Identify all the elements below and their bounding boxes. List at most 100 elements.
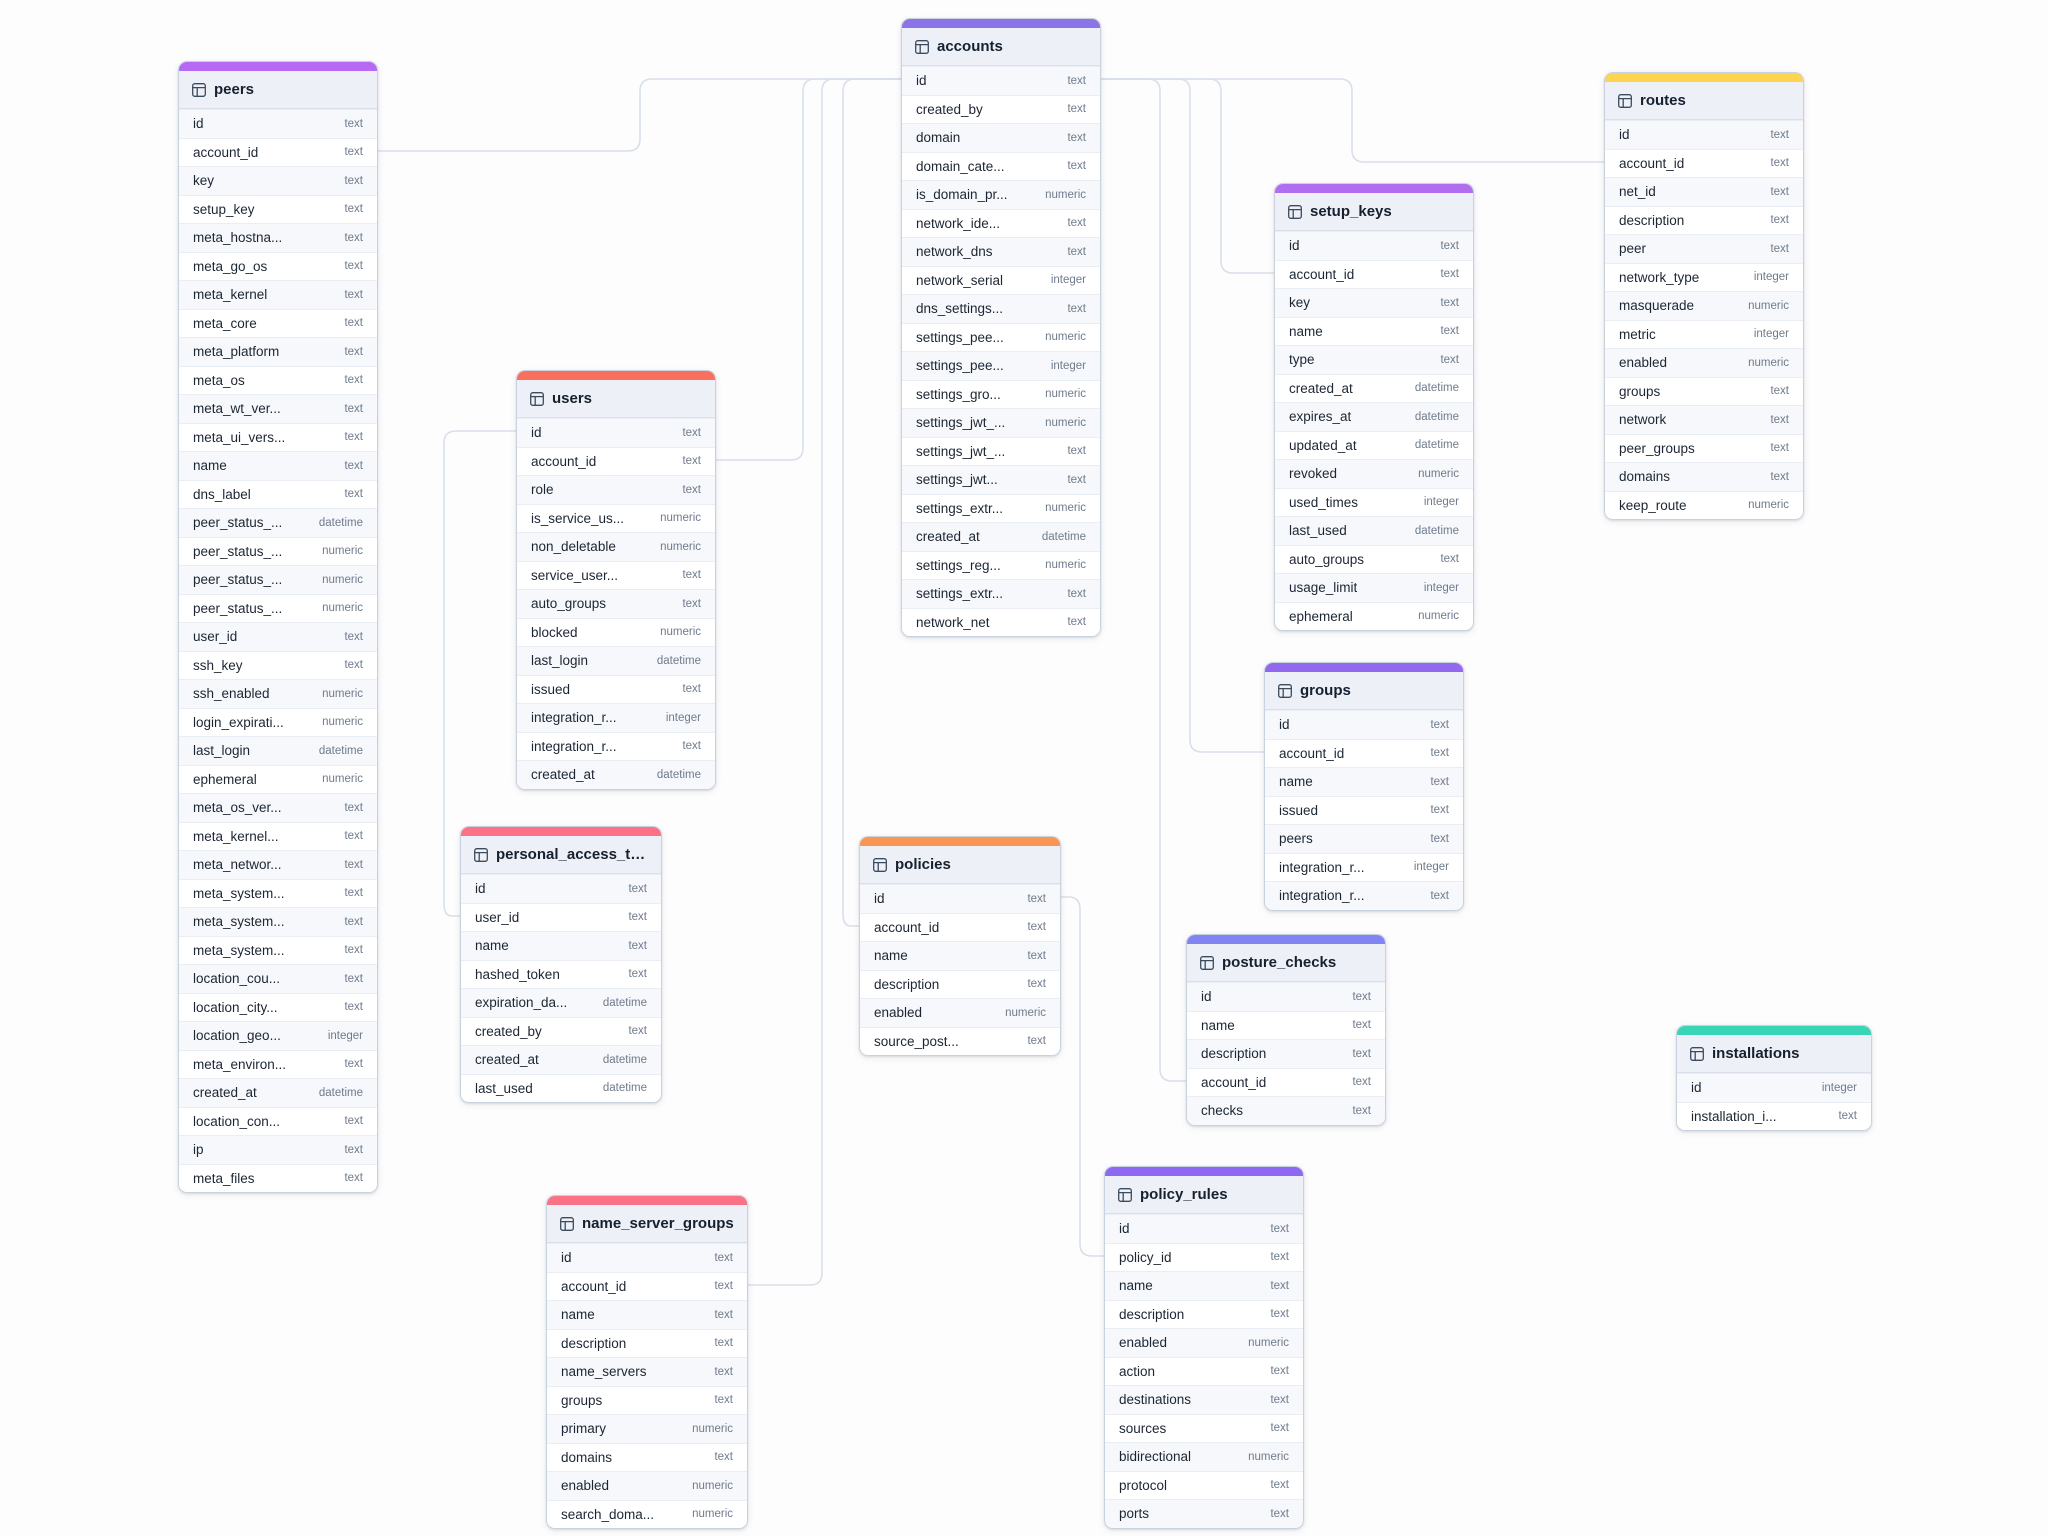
field-row-peers-15: peer_status_...numeric — [179, 537, 377, 566]
field-row-accounts-12: settings_jwt_...numeric — [902, 408, 1100, 437]
table-header-personal_access_tokens[interactable]: personal_access_tokens — [461, 836, 661, 874]
field-name: description — [874, 977, 939, 992]
field-row-policies-0: idtext — [860, 884, 1060, 913]
field-type: text — [1067, 132, 1086, 144]
field-type: text — [344, 289, 363, 301]
field-name: account_id — [531, 454, 596, 469]
field-row-peers-16: peer_status_...numeric — [179, 565, 377, 594]
table-header-installations[interactable]: installations — [1677, 1035, 1871, 1073]
field-type: text — [1067, 303, 1086, 315]
field-name: issued — [1279, 803, 1318, 818]
field-name: domains — [561, 1450, 612, 1465]
field-row-name_server_groups-8: enablednumeric — [547, 1471, 747, 1500]
table-header-posture_checks[interactable]: posture_checks — [1187, 944, 1385, 982]
relationship-line-policies.id-to-policy_rules.policy_id — [1057, 897, 1104, 1256]
table-header-name_server_groups[interactable]: name_server_groups — [547, 1205, 747, 1243]
field-name: name — [193, 458, 227, 473]
field-name: network_net — [916, 615, 990, 630]
field-row-peers-23: ephemeralnumeric — [179, 765, 377, 794]
field-row-peers-17: peer_status_...numeric — [179, 594, 377, 623]
field-type: text — [344, 973, 363, 985]
field-type: text — [1430, 747, 1449, 759]
table-title: accounts — [937, 38, 1003, 55]
field-row-posture_checks-2: descriptiontext — [1187, 1039, 1385, 1068]
field-name: action — [1119, 1364, 1155, 1379]
table-header-policy_rules[interactable]: policy_rules — [1105, 1176, 1303, 1214]
table-node-policies[interactable]: policiesidtextaccount_idtextnametextdesc… — [859, 836, 1061, 1056]
table-node-name_server_groups[interactable]: name_server_groupsidtextaccount_idtextna… — [546, 1195, 748, 1529]
field-name: network_serial — [916, 273, 1003, 288]
field-type: text — [1352, 991, 1371, 1003]
table-node-routes[interactable]: routesidtextaccount_idtextnet_idtextdesc… — [1604, 72, 1804, 520]
field-row-routes-0: idtext — [1605, 120, 1803, 149]
table-node-accounts[interactable]: accountsidtextcreated_bytextdomaintextdo… — [901, 18, 1101, 637]
field-row-personal_access_tokens-6: created_atdatetime — [461, 1045, 661, 1074]
field-name: settings_extr... — [916, 501, 1003, 516]
field-row-setup_keys-13: ephemeralnumeric — [1275, 602, 1473, 631]
table-header-groups[interactable]: groups — [1265, 672, 1463, 710]
field-name: name — [1119, 1278, 1153, 1293]
table-node-policy_rules[interactable]: policy_rulesidtextpolicy_idtextnametextd… — [1104, 1166, 1304, 1529]
field-type: text — [1770, 414, 1789, 426]
field-type: text — [344, 859, 363, 871]
relationship-line-users.account_id-to-accounts.id — [714, 79, 901, 460]
field-row-personal_access_tokens-1: user_idtext — [461, 903, 661, 932]
field-row-groups-0: idtext — [1265, 710, 1463, 739]
field-type: numeric — [1045, 559, 1086, 571]
field-row-peers-10: meta_wt_ver...text — [179, 394, 377, 423]
table-node-groups[interactable]: groupsidtextaccount_idtextnametextissued… — [1264, 662, 1464, 911]
table-header-users[interactable]: users — [517, 380, 715, 418]
field-type: text — [344, 1115, 363, 1127]
field-row-policies-3: descriptiontext — [860, 970, 1060, 999]
field-type: numeric — [1045, 502, 1086, 514]
table-icon — [192, 83, 206, 97]
table-node-personal_access_tokens[interactable]: personal_access_tokensidtextuser_idtextn… — [460, 826, 662, 1103]
table-header-policies[interactable]: policies — [860, 846, 1060, 884]
table-header-accounts[interactable]: accounts — [902, 28, 1100, 66]
field-name: meta_kernel... — [193, 829, 279, 844]
field-type: integer — [1754, 271, 1789, 283]
table-header-setup_keys[interactable]: setup_keys — [1275, 193, 1473, 231]
field-type: text — [628, 911, 647, 923]
field-row-policy_rules-0: idtext — [1105, 1214, 1303, 1243]
table-node-posture_checks[interactable]: posture_checksidtextnametextdescriptiont… — [1186, 934, 1386, 1126]
table-header-routes[interactable]: routes — [1605, 82, 1803, 120]
field-row-peers-25: meta_kernel... text — [179, 822, 377, 851]
field-type: text — [1270, 1365, 1289, 1377]
field-row-setup_keys-0: idtext — [1275, 231, 1473, 260]
field-row-groups-6: integration_r...text — [1265, 881, 1463, 910]
field-type: text — [1067, 246, 1086, 258]
table-node-peers[interactable]: peersidtextaccount_idtextkeytextsetup_ke… — [178, 61, 378, 1193]
field-type: text — [344, 1172, 363, 1184]
field-type: text — [344, 830, 363, 842]
field-type: text — [714, 1451, 733, 1463]
table-node-users[interactable]: usersidtextaccount_idtextroletextis_serv… — [516, 370, 716, 790]
field-name: expires_at — [1289, 409, 1351, 424]
field-name: auto_groups — [531, 596, 606, 611]
field-row-installations-1: installation_i...text — [1677, 1102, 1871, 1131]
table-node-setup_keys[interactable]: setup_keysidtextaccount_idtextkeytextnam… — [1274, 183, 1474, 631]
field-row-routes-6: masqueradenumeric — [1605, 291, 1803, 320]
field-row-users-8: last_logindatetime — [517, 646, 715, 675]
field-type: text — [344, 916, 363, 928]
field-type: numeric — [1248, 1337, 1289, 1349]
table-node-installations[interactable]: installationsidintegerinstallation_i...t… — [1676, 1025, 1872, 1131]
field-type: integer — [1822, 1082, 1857, 1094]
table-title: personal_access_tokens — [496, 846, 648, 863]
field-type: text — [344, 944, 363, 956]
field-row-peers-27: meta_system...text — [179, 879, 377, 908]
field-name: created_at — [1289, 381, 1353, 396]
field-type: numeric — [1045, 417, 1086, 429]
field-name: id — [193, 116, 204, 131]
table-header-peers[interactable]: peers — [179, 71, 377, 109]
relationship-line-accounts.id-to-groups.account_id — [1099, 79, 1264, 752]
field-type: text — [344, 1001, 363, 1013]
field-name: meta_ui_vers... — [193, 430, 285, 445]
table-title: users — [552, 390, 592, 407]
field-row-name_server_groups-7: domains text — [547, 1443, 747, 1472]
field-type: text — [1270, 1223, 1289, 1235]
field-name: meta_system... — [193, 886, 285, 901]
field-type: datetime — [603, 997, 647, 1009]
field-type: text — [344, 802, 363, 814]
field-name: meta_wt_ver... — [193, 401, 281, 416]
